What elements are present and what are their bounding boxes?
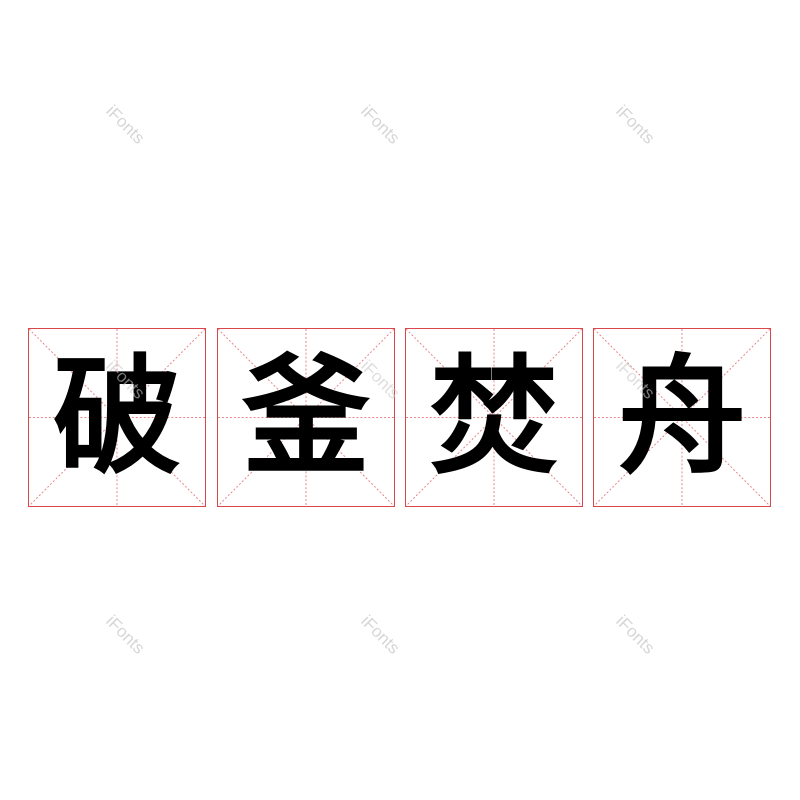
grid-guides-icon (406, 329, 582, 506)
character-glyph: 焚 (429, 342, 558, 492)
grid-guides-icon (594, 329, 770, 506)
watermark-text: iFonts (357, 101, 404, 148)
character-glyph: 破 (52, 342, 181, 492)
character-glyph: 舟 (617, 342, 746, 492)
character-grid-box: 舟 (593, 328, 771, 507)
grid-guides-icon (218, 329, 394, 506)
watermark-text: iFonts (102, 101, 149, 148)
character-grid-box: 焚 (405, 328, 583, 507)
character-grid-box: 釜 (217, 328, 395, 507)
character-grid-box: 破 (28, 328, 206, 507)
character-glyph: 釜 (241, 342, 370, 492)
watermark-text: iFonts (612, 611, 659, 658)
watermark-text: iFonts (102, 611, 149, 658)
watermark-text: iFonts (357, 611, 404, 658)
watermark-text: iFonts (612, 101, 659, 148)
grid-guides-icon (29, 329, 205, 506)
